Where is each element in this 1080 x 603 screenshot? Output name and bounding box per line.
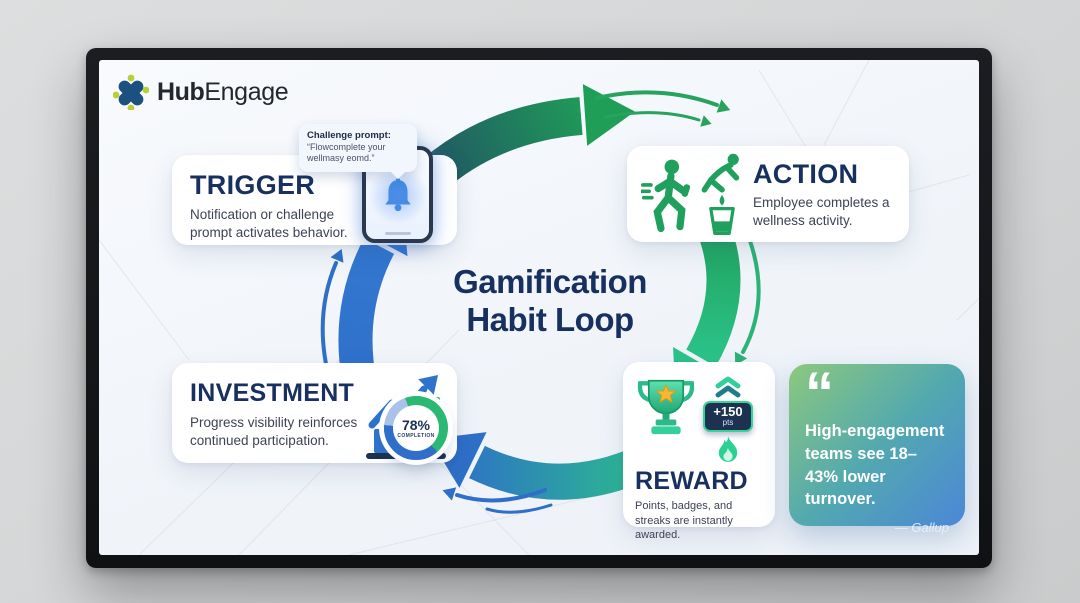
- reward-body: Points, badges, and streaks are instantl…: [635, 500, 733, 542]
- arrowhead-top: [582, 84, 635, 146]
- stretching-person-icon: [701, 153, 740, 193]
- quote-icon: “: [805, 361, 834, 426]
- quote-text: High-engagement teams see 18–43% lower t…: [805, 422, 945, 509]
- points-value: +150: [713, 404, 743, 419]
- reward-title: REWARD: [635, 467, 748, 495]
- water-glass-icon: [709, 194, 735, 235]
- points-unit: pts: [722, 418, 734, 427]
- walking-person-icon: [641, 159, 691, 232]
- reward-card: +150 pts REWARD Points, badges, and stre…: [623, 362, 775, 541]
- quote-attribution: — Gallup: [894, 520, 949, 536]
- infographic-screen: HubEngage Gamification Habit Loop TRIGGE…: [99, 60, 979, 555]
- chevrons-up-icon: [715, 376, 741, 398]
- logo-engage: Engage: [204, 77, 289, 106]
- points-badge: +150 pts: [703, 401, 753, 432]
- action-body: Employee completes a wellness activity.: [753, 194, 890, 228]
- progress-label: COMPLETION: [397, 432, 435, 439]
- flame-icon: [718, 436, 738, 462]
- trigger-title: TRIGGER: [190, 170, 316, 200]
- tv-frame: HubEngage Gamification Habit Loop TRIGGE…: [86, 48, 992, 568]
- logo-hub: Hub: [157, 77, 205, 106]
- investment-body: Progress visibility reinforces continued…: [190, 415, 358, 448]
- quote-card: “ High-engagement teams see 18–43% lower…: [789, 361, 965, 535]
- trophy-icon: [637, 379, 695, 435]
- title-line1: Gamification: [453, 263, 647, 300]
- title-line2: Habit Loop: [466, 301, 634, 339]
- trigger-body: Notification or challenge prompt activat…: [190, 207, 348, 240]
- logo-wordmark: HubEngage: [157, 77, 289, 107]
- phone-homebar: [384, 232, 411, 235]
- progress-donut: 78% COMPLETION: [384, 396, 448, 460]
- hubengage-logo: HubEngage: [113, 74, 289, 110]
- action-card: ACTION Employee completes a wellness act…: [627, 146, 909, 242]
- page-title: Gamification Habit Loop: [430, 263, 670, 340]
- challenge-prompt-tooltip: Challenge prompt: “Flowcomplete your wel…: [299, 124, 417, 172]
- tooltip-title: Challenge prompt:: [307, 130, 391, 141]
- progress-value: 78%: [401, 416, 431, 433]
- tooltip-body: “Flowcomplete your wellmasy eomd.”: [307, 142, 386, 164]
- action-title: ACTION: [753, 158, 859, 189]
- hubengage-logo-icon: [113, 74, 149, 110]
